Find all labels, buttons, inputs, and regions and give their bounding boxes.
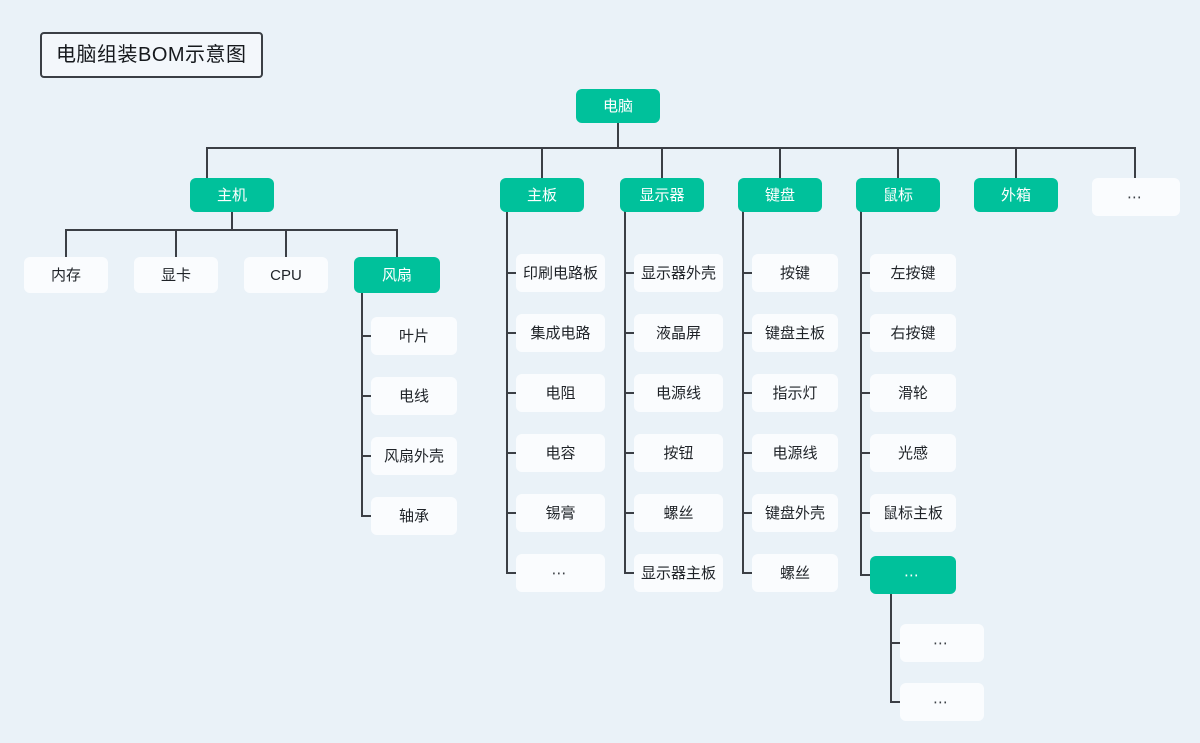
tree-node-label: ⋯: [933, 693, 951, 711]
tree-node[interactable]: 滑轮: [870, 374, 956, 412]
tree-node-label: 螺丝: [663, 504, 694, 522]
tree-node-label: 风扇外壳: [383, 447, 444, 465]
tree-node-label: 电源线: [772, 444, 818, 462]
tree-node-label: 叶片: [398, 327, 429, 345]
tree-node[interactable]: CPU: [244, 257, 328, 293]
tree-node[interactable]: 主板: [500, 178, 584, 212]
tree-node[interactable]: ⋯: [516, 554, 605, 592]
tree-node-label: 风扇: [381, 266, 412, 284]
tree-node[interactable]: 光感: [870, 434, 956, 472]
tree-node[interactable]: 主机: [190, 178, 274, 212]
tree-node[interactable]: ⋯: [870, 556, 956, 594]
tree-node-label: 指示灯: [772, 384, 818, 402]
tree-node-label: 液晶屏: [655, 324, 701, 342]
tree-node-label: 按钮: [663, 444, 694, 462]
tree-node-label: ⋯: [551, 564, 570, 582]
tree-node-label: 显卡: [160, 266, 191, 284]
tree-node[interactable]: 内存: [24, 257, 108, 293]
tree-node-label: 鼠标主板: [882, 504, 943, 522]
tree-node[interactable]: 左按键: [870, 254, 956, 292]
tree-node-label: 键盘: [764, 186, 795, 204]
tree-node[interactable]: 螺丝: [752, 554, 838, 592]
tree-node[interactable]: 显卡: [134, 257, 218, 293]
tree-node[interactable]: 风扇外壳: [371, 437, 457, 475]
tree-node-label: ⋯: [933, 634, 951, 652]
connector-line: [361, 292, 372, 517]
tree-node-label: 主机: [216, 186, 247, 204]
tree-node-label: 键盘外壳: [764, 504, 825, 522]
tree-node-label: 主板: [526, 186, 557, 204]
diagram-title: 电脑组装BOM示意图: [40, 32, 263, 78]
tree-node-label: 显示器: [639, 186, 685, 204]
tree-node[interactable]: 显示器: [620, 178, 704, 212]
tree-node[interactable]: 外箱: [974, 178, 1058, 212]
tree-node-label: 印刷电路板: [522, 264, 598, 282]
tree-node[interactable]: 鼠标: [856, 178, 940, 212]
tree-node[interactable]: 电容: [516, 434, 605, 472]
tree-node-label: ⋯: [904, 566, 922, 584]
connector-line: [890, 593, 901, 703]
tree-node[interactable]: 键盘外壳: [752, 494, 838, 532]
tree-node[interactable]: 键盘: [738, 178, 822, 212]
tree-node-label: 左按键: [890, 264, 936, 282]
tree-node-label: 显示器主板: [640, 564, 716, 582]
connector-line: [624, 211, 635, 574]
tree-node-label: 光感: [897, 444, 928, 462]
tree-node[interactable]: 指示灯: [752, 374, 838, 412]
connector-line: [742, 211, 753, 574]
tree-node[interactable]: 锡膏: [516, 494, 605, 532]
tree-node[interactable]: 螺丝: [634, 494, 723, 532]
tree-node-label: ⋯: [1127, 188, 1145, 206]
tree-node-label: 电阻: [545, 384, 576, 402]
tree-node[interactable]: 印刷电路板: [516, 254, 605, 292]
tree-node[interactable]: 电阻: [516, 374, 605, 412]
tree-node-label: 右按键: [890, 324, 936, 342]
tree-node[interactable]: 显示器外壳: [634, 254, 723, 292]
tree-node-label: 锡膏: [545, 504, 576, 522]
tree-node[interactable]: 电源线: [634, 374, 723, 412]
tree-node-label: CPU: [270, 266, 302, 284]
tree-node[interactable]: ⋯: [1092, 178, 1180, 216]
tree-node-label: 外箱: [1000, 186, 1031, 204]
tree-node[interactable]: 电线: [371, 377, 457, 415]
tree-node[interactable]: 液晶屏: [634, 314, 723, 352]
tree-node[interactable]: ⋯: [900, 683, 984, 721]
tree-node-label: 集成电路: [530, 324, 591, 342]
tree-node-label: 轴承: [398, 507, 429, 525]
tree-node-label: 电脑: [602, 97, 633, 115]
tree-node[interactable]: 轴承: [371, 497, 457, 535]
tree-node[interactable]: 集成电路: [516, 314, 605, 352]
tree-node[interactable]: 右按键: [870, 314, 956, 352]
tree-node[interactable]: 叶片: [371, 317, 457, 355]
tree-node-label: 电源线: [655, 384, 701, 402]
tree-node[interactable]: 键盘主板: [752, 314, 838, 352]
tree-node-label: 鼠标: [882, 186, 913, 204]
tree-node[interactable]: 显示器主板: [634, 554, 723, 592]
tree-node-label: 显示器外壳: [640, 264, 716, 282]
connector-line: [506, 211, 517, 574]
tree-node-label: 键盘主板: [764, 324, 825, 342]
tree-node[interactable]: 鼠标主板: [870, 494, 956, 532]
connector-line: [860, 211, 871, 576]
tree-node[interactable]: 风扇: [354, 257, 440, 293]
tree-node[interactable]: 电源线: [752, 434, 838, 472]
tree-node-label: 按键: [779, 264, 810, 282]
tree-node[interactable]: 按钮: [634, 434, 723, 472]
tree-node-label: 电容: [545, 444, 576, 462]
tree-node-label: 螺丝: [779, 564, 810, 582]
tree-node[interactable]: 电脑: [576, 89, 660, 123]
tree-node[interactable]: ⋯: [900, 624, 984, 662]
tree-node-label: 电线: [398, 387, 429, 405]
tree-node-label: 内存: [50, 266, 81, 284]
tree-node[interactable]: 按键: [752, 254, 838, 292]
tree-node-label: 滑轮: [897, 384, 928, 402]
